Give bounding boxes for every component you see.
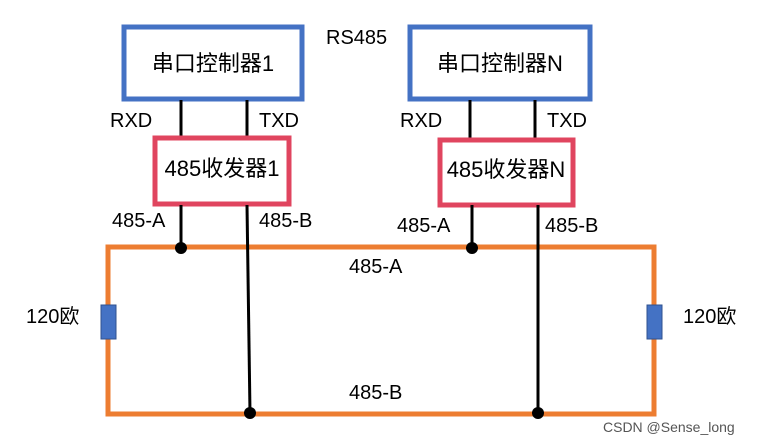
- rxd-label-n: RXD: [400, 110, 442, 132]
- controller-1-box: [121, 24, 305, 102]
- b-wire-1: [245, 204, 252, 414]
- terminator-left-resistor: [100, 304, 117, 340]
- transceiver-n-box: [437, 137, 576, 208]
- controller-1-label: 串口控制器1: [152, 51, 274, 76]
- txd-label-1: TXD: [259, 110, 299, 132]
- b-label-n: 485-B: [545, 215, 598, 237]
- junction-a-n: [466, 242, 478, 254]
- terminator-left-label: 120欧: [26, 305, 79, 328]
- transceiver-n-label: 485收发器N: [447, 157, 566, 182]
- diagram-title: RS485: [326, 27, 387, 49]
- a-label-1: 485-A: [112, 210, 166, 232]
- transceiver-1-label: 485收发器1: [165, 156, 280, 181]
- bus-b-label: 485-B: [349, 382, 402, 404]
- junction-b-1: [244, 407, 256, 419]
- terminator-right-label: 120欧: [683, 305, 736, 328]
- junction-b-n: [532, 407, 544, 419]
- a-label-n: 485-A: [397, 215, 451, 237]
- txd-label-n: TXD: [547, 110, 587, 132]
- terminator-right-resistor: [646, 304, 663, 340]
- junction-a-1: [175, 242, 187, 254]
- b-label-1: 485-B: [259, 210, 312, 232]
- rxd-label-1: RXD: [110, 110, 152, 132]
- bus-a-label: 485-A: [349, 256, 403, 278]
- transceiver-1-box: [152, 135, 292, 207]
- controller-n-label: 串口控制器N: [437, 51, 563, 76]
- watermark: CSDN @Sense_long: [603, 419, 735, 435]
- controller-n-box: [407, 24, 593, 102]
